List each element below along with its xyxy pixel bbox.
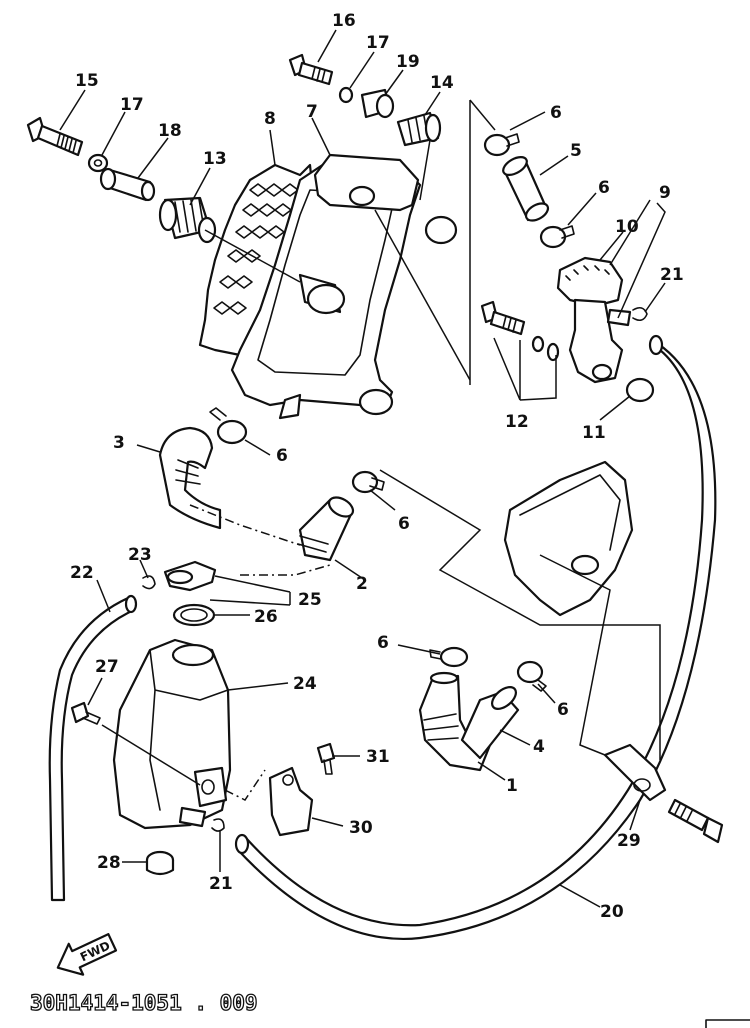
callout-19: 19	[396, 52, 420, 72]
clamp-6-f	[516, 660, 547, 692]
callout-11: 11	[582, 423, 606, 443]
callout-5: 5	[570, 141, 582, 161]
callout-23: 23	[128, 545, 152, 565]
callout-26: 26	[254, 607, 278, 627]
drawing-code: 30H1414-1051 . 009	[30, 991, 258, 1015]
collar-19	[360, 88, 395, 119]
callout-13: 13	[203, 149, 227, 169]
callout-6: 6	[398, 514, 410, 534]
callout-21: 21	[660, 265, 684, 285]
callout-6: 6	[598, 178, 610, 198]
washer-17b	[338, 86, 354, 104]
callout-28: 28	[97, 853, 121, 873]
pipe-2	[297, 496, 355, 562]
callout-labels: 1 2 3 4 5 6 6 6 6 6 6 6 7 8 9 10 11 12 1…	[70, 11, 684, 922]
hose-clamp-29	[603, 743, 667, 802]
reservoir-tank-24	[112, 638, 232, 830]
bolt-16	[288, 53, 334, 86]
grommet-13	[158, 196, 217, 244]
clip-21-top	[632, 306, 648, 322]
bolt-29	[667, 798, 724, 844]
bolt-27	[70, 701, 101, 725]
callout-6: 6	[276, 446, 288, 466]
callout-24: 24	[293, 674, 317, 694]
callout-7: 7	[306, 102, 318, 122]
cap-25	[163, 560, 217, 592]
callout-6: 6	[377, 633, 389, 653]
clamp-6-b	[539, 225, 575, 249]
hose-5	[502, 156, 550, 222]
callout-27: 27	[95, 657, 119, 677]
callout-18: 18	[158, 121, 182, 141]
clip-21-bottom	[211, 818, 225, 832]
callout-10: 10	[615, 217, 639, 237]
gasket-26	[172, 603, 216, 627]
callout-12: 12	[505, 412, 529, 432]
collar-18	[99, 167, 156, 202]
washer-17a	[87, 153, 109, 173]
grommet-14	[396, 111, 442, 147]
callout-1: 1	[506, 776, 518, 796]
callout-3: 3	[113, 433, 125, 453]
pump-cover	[503, 460, 634, 617]
callout-25: 25	[298, 590, 322, 610]
clamp-6-top	[483, 133, 520, 157]
hose-3	[158, 426, 222, 530]
hose-20	[234, 334, 717, 940]
grommet-28	[145, 850, 175, 876]
callout-17: 17	[120, 95, 144, 115]
callout-9: 9	[659, 183, 671, 203]
callout-30: 30	[349, 818, 373, 838]
hose-22	[48, 594, 138, 902]
callout-6: 6	[550, 103, 562, 123]
pipe-4	[460, 686, 520, 760]
callout-15: 15	[75, 71, 99, 91]
callout-29: 29	[617, 831, 641, 851]
callout-4: 4	[533, 737, 545, 757]
callout-14: 14	[430, 73, 454, 93]
clip-23	[142, 575, 156, 590]
callout-22: 22	[70, 563, 94, 583]
corner-mark	[705, 1019, 750, 1028]
bolt-12	[480, 300, 560, 362]
callout-2: 2	[356, 574, 368, 594]
fwd-arrow-icon: FWD	[56, 933, 118, 976]
callout-20: 20	[600, 902, 624, 922]
callout-21: 21	[209, 874, 233, 894]
clamp-6-d	[351, 470, 385, 494]
callout-17: 17	[366, 33, 390, 53]
radiator-cap-10	[556, 256, 655, 403]
callout-8: 8	[264, 109, 276, 129]
clamp-6-e	[429, 646, 469, 668]
bolt-15	[26, 116, 84, 157]
assembly-lines	[101, 99, 661, 801]
callout-16: 16	[332, 11, 356, 31]
callout-leaders	[59, 29, 666, 908]
clamp-6-c	[209, 407, 248, 445]
callout-6: 6	[557, 700, 569, 720]
bolt-31	[316, 742, 336, 775]
bracket-30	[268, 766, 314, 837]
callout-31: 31	[366, 747, 390, 767]
radiator	[198, 153, 458, 420]
